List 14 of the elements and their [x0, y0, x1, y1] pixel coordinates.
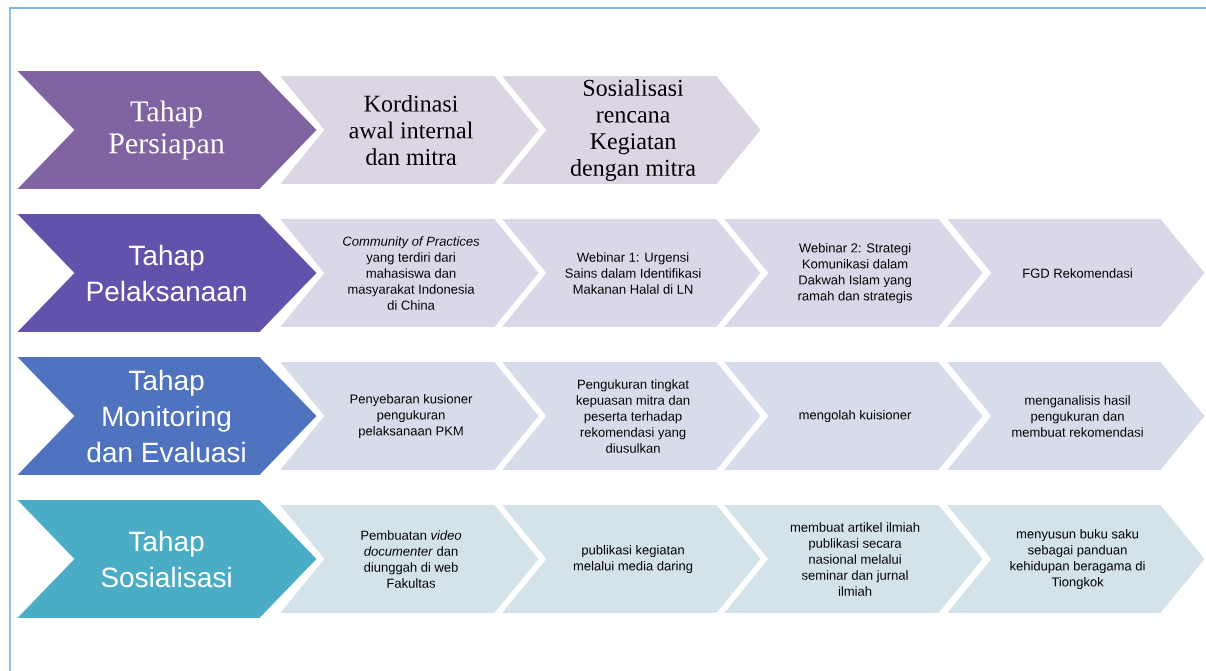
step-banner: Community of Practices yang terdiri dari mahasiswa dan masyarakat Indonesia di China [275, 217, 542, 329]
step-banner: menyusun buku saku sebagai panduan kehidupan beragama di Tiongkok [942, 503, 1206, 615]
stage-banner: Tahap Persiapan [12, 69, 320, 191]
step-banner: menganalisis hasil pengukuran dan membuat rekomendasi [942, 360, 1206, 472]
node-label: menyusun buku saku sebagai panduan kehidupan beragama di Tiongkok [1010, 528, 1145, 590]
step-banner: Pembuatan video documenter dan diunggah di web Fakultas [275, 503, 542, 615]
step-banner: FGD Rekomendasi [942, 217, 1206, 329]
step-banner: Kordinasi awal internal dan mitra [275, 74, 542, 186]
stage-banner: Tahap Pelaksanaan [12, 212, 320, 334]
stage-banner: Tahap Sosialisasi [12, 498, 320, 620]
node-label: FGD Rekomendasi [1023, 268, 1132, 278]
step-banner: Penyebaran kusioner pengukuran pelaksanaan PKM [275, 360, 542, 472]
node-label: menganalisis hasil pengukuran dan membuat rekomendasi [1012, 395, 1143, 437]
stage-banner: Tahap Monitoring dan Evaluasi [12, 355, 320, 477]
